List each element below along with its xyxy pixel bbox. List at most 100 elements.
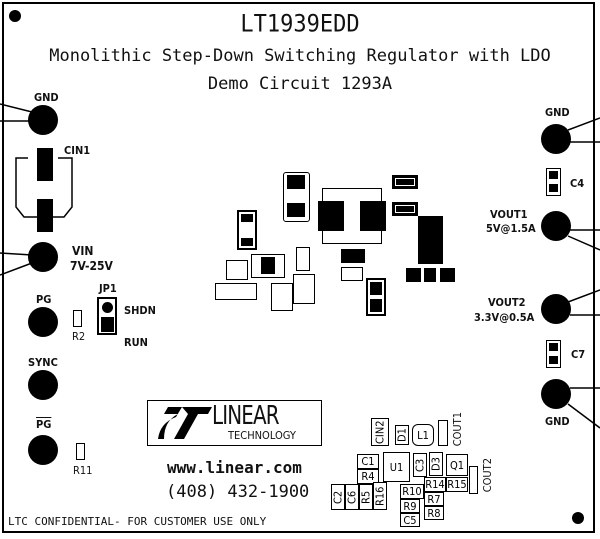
refdes-r14: R14	[424, 477, 446, 492]
c7-pad	[549, 343, 558, 351]
refdes-r9: R9	[400, 499, 420, 513]
component-footprint	[296, 247, 310, 271]
refdes-d3: D3	[429, 452, 443, 476]
terminal-label-vout2-rating: 3.3V@0.5A	[474, 311, 535, 324]
refdes-r15: R15	[446, 477, 468, 492]
refdes-r2: R2	[72, 330, 86, 343]
inductor-pad-right	[360, 201, 386, 231]
mounting-hole-bottom-right	[572, 512, 584, 524]
terminal-pg[interactable]	[28, 307, 58, 337]
ic-footprint	[251, 254, 285, 278]
refdes-r10: R10	[400, 484, 424, 499]
regulator-body	[341, 249, 365, 263]
confidential-notice: LTC CONFIDENTIAL- FOR CUSTOMER USE ONLY	[8, 515, 267, 528]
pad	[370, 282, 382, 295]
refdes-r7: R7	[424, 492, 444, 506]
transistor-pin	[440, 268, 455, 282]
refdes-c3: C3	[413, 453, 427, 477]
component-footprint	[293, 274, 315, 304]
terminal-pg-bar[interactable]	[28, 435, 58, 465]
website-url: www.linear.com	[167, 458, 302, 477]
refdes-l1: L1	[412, 424, 434, 446]
refdes-u1: U1	[383, 452, 410, 482]
terminal-sync[interactable]	[28, 370, 58, 400]
ic-pad	[261, 257, 275, 274]
lt-logo-icon	[158, 407, 212, 439]
refdes-r8: R8	[424, 506, 444, 520]
refdes-c7: C7	[571, 348, 586, 361]
phone-number: (408) 432-1900	[166, 482, 310, 502]
pad	[287, 175, 305, 189]
diode-footprint	[283, 172, 310, 222]
jumper-shunt	[101, 317, 114, 332]
jumper-label-run: RUN	[124, 336, 148, 349]
terminal-gnd-bottom-right[interactable]	[541, 379, 571, 409]
c7-pad	[549, 356, 558, 364]
transistor-pin	[424, 268, 436, 282]
inductor-pad-left	[318, 201, 344, 231]
cout2-footprint	[469, 466, 478, 494]
terminal-label-sync: SYNC	[28, 356, 58, 369]
terminal-label-pg: PG	[36, 293, 52, 306]
refdes-q1: Q1	[446, 454, 468, 476]
c4-footprint	[546, 168, 561, 196]
pad	[241, 214, 253, 222]
jumper-label-shdn: SHDN	[124, 304, 156, 317]
refdes-r5: R5	[359, 484, 373, 510]
regulator-pads	[341, 267, 363, 281]
demo-circuit-label: Demo Circuit 1293A	[207, 74, 393, 94]
part-number-title: LT1939EDD	[240, 10, 360, 39]
pad	[370, 299, 382, 312]
r2-footprint	[73, 310, 82, 327]
component-footprint	[226, 260, 248, 280]
logo-tagline: TECHNOLOGY	[228, 429, 296, 442]
refdes-c2: C2	[331, 484, 345, 510]
cin1-pad-top	[37, 148, 53, 181]
cap-footprint-large	[366, 278, 386, 316]
refdes-c4: C4	[570, 177, 585, 190]
c4-pad	[549, 171, 558, 179]
cin1-pad-bottom	[37, 199, 53, 232]
refdes-cout1: COUT1	[451, 412, 464, 447]
terminal-label-vout1: VOUT1	[490, 208, 528, 221]
terminal-label-gnd-top-right: GND	[545, 106, 570, 119]
refdes-cout2: COUT2	[481, 458, 494, 493]
jumper-pin-shdn	[102, 302, 113, 313]
component-footprint	[237, 210, 257, 250]
terminal-label-gnd-bottom-right: GND	[545, 415, 570, 428]
refdes-cin1: CIN1	[64, 144, 91, 157]
terminal-vin[interactable]	[28, 242, 58, 272]
pad	[241, 238, 253, 246]
board-description: Monolithic Step-Down Switching Regulator…	[49, 46, 551, 66]
terminal-label-vin-range: 7V-25V	[70, 259, 113, 273]
refdes-cin2: CIN2	[371, 418, 389, 446]
terminal-vout1[interactable]	[541, 211, 571, 241]
component-footprint	[215, 283, 257, 300]
terminal-label-gnd-left: GND	[34, 91, 59, 104]
refdes-d1: D1	[395, 425, 409, 445]
jumper-jp1[interactable]	[97, 297, 117, 335]
logo-brand: LINEAR	[212, 401, 280, 431]
linear-logo: LINEAR TECHNOLOGY	[147, 400, 322, 446]
terminal-gnd-left[interactable]	[28, 105, 58, 135]
refdes-r16: R16	[373, 482, 387, 510]
terminal-label-pg-bar: PG	[36, 418, 52, 431]
c4-pad	[549, 184, 558, 192]
cout1-footprint	[438, 420, 448, 446]
pad	[287, 203, 305, 217]
refdes-r4: R4	[357, 469, 379, 484]
r11-footprint	[76, 443, 85, 460]
c7-footprint	[546, 340, 561, 368]
mounting-hole-top-left	[9, 10, 21, 22]
terminal-gnd-top-right[interactable]	[541, 124, 571, 154]
refdes-c1: C1	[357, 454, 379, 469]
transistor-body	[418, 216, 443, 264]
jumper-label: JP1	[99, 282, 117, 295]
refdes-c5: C5	[400, 513, 420, 527]
cap-footprint	[392, 175, 418, 189]
terminal-label-vout1-rating: 5V@1.5A	[486, 222, 536, 235]
cap-footprint	[392, 202, 418, 216]
terminal-vout2[interactable]	[541, 294, 571, 324]
terminal-label-vout2: VOUT2	[488, 296, 526, 309]
